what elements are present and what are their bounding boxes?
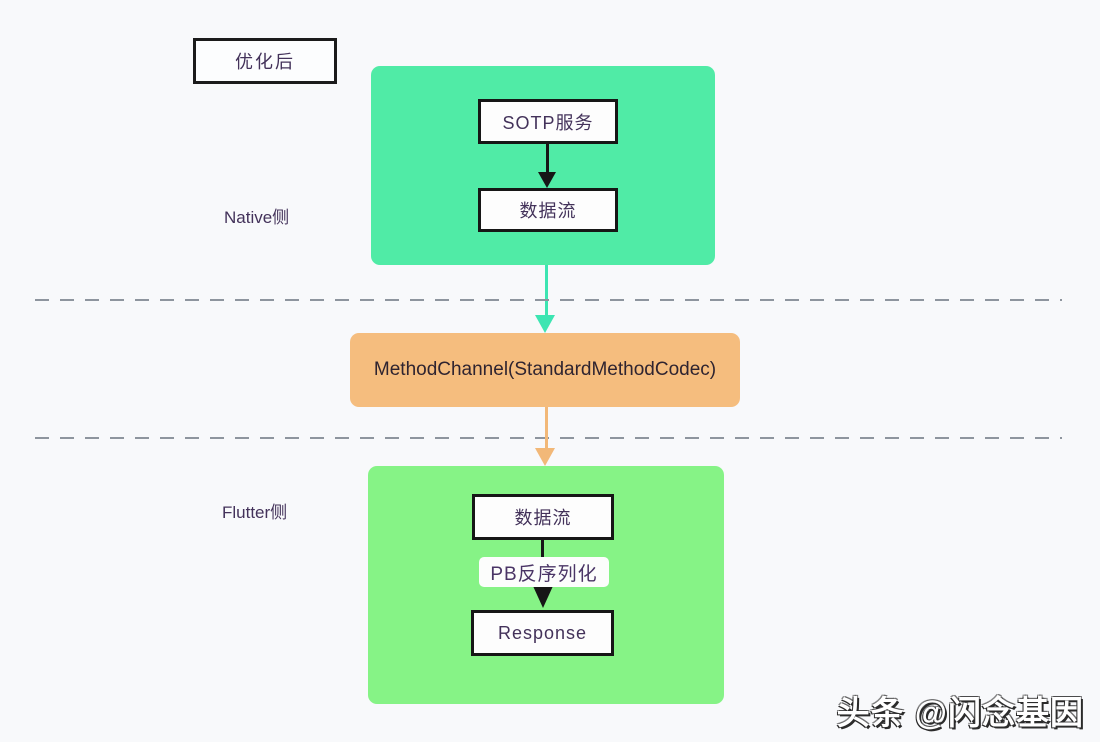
arrow-head [533, 586, 553, 608]
arrow-head [538, 172, 556, 188]
flutter-lane-label: Flutter侧 [222, 503, 288, 522]
optimized-badge: 优化后 [193, 38, 337, 84]
node-sotp-service: SOTP服务 [478, 99, 618, 144]
arrow-shaft [545, 407, 548, 451]
watermark: 头条 @闪念基因 [836, 694, 1084, 731]
channel-flutter-divider [35, 437, 1062, 439]
node-data-stream-native: 数据流 [478, 188, 618, 232]
arrow-head [535, 448, 555, 466]
node-response: Response [471, 610, 614, 656]
node-data-stream-flutter: 数据流 [472, 494, 614, 540]
arrow-head [535, 315, 555, 333]
arrow-shaft [546, 144, 549, 174]
arrow-shaft [545, 265, 548, 318]
native-group-container [371, 66, 715, 265]
pb-deserialize-edge-label: PB反序列化 [479, 557, 609, 587]
method-channel-box: MethodChannel(StandardMethodCodec) [350, 333, 740, 407]
native-channel-divider [35, 299, 1062, 301]
native-lane-label: Native侧 [224, 208, 290, 227]
